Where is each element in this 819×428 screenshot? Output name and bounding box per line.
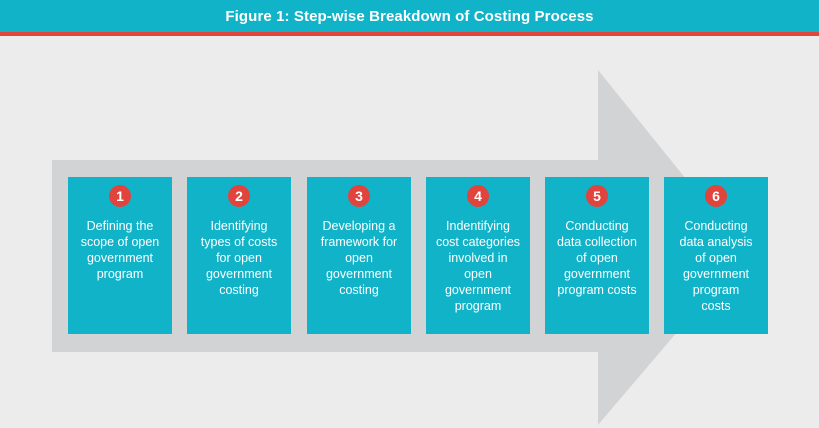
step-1-number-badge: 1 — [109, 185, 131, 207]
step-1-label: Defining the scope of open government pr… — [80, 219, 160, 281]
step-6-number-badge: 6 — [705, 185, 727, 207]
step-6-box: 6 Conducting data analysis of open gover… — [664, 177, 768, 334]
step-6-label: Conducting data analysis of open governm… — [679, 219, 753, 313]
title-underline — [0, 32, 819, 36]
step-2-label: Identifying types of costs for open gove… — [200, 219, 278, 297]
step-5-label: Conducting data collection of open gover… — [557, 219, 637, 297]
step-4-label: Indentifying cost categories involved in… — [435, 219, 521, 313]
step-3-box: 3 Developing a framework for open govern… — [307, 177, 411, 334]
step-1-box: 1 Defining the scope of open government … — [68, 177, 172, 334]
step-4-number-badge: 4 — [467, 185, 489, 207]
figure-title-bar: Figure 1: Step-wise Breakdown of Costing… — [0, 0, 819, 32]
step-3-number-badge: 3 — [348, 185, 370, 207]
step-2-number-badge: 2 — [228, 185, 250, 207]
step-5-number-badge: 5 — [586, 185, 608, 207]
figure-title: Figure 1: Step-wise Breakdown of Costing… — [225, 7, 594, 25]
step-3-label: Developing a framework for open governme… — [320, 219, 398, 297]
step-2-box: 2 Identifying types of costs for open go… — [187, 177, 291, 334]
step-5-box: 5 Conducting data collection of open gov… — [545, 177, 649, 334]
step-4-box: 4 Indentifying cost categories involved … — [426, 177, 530, 334]
